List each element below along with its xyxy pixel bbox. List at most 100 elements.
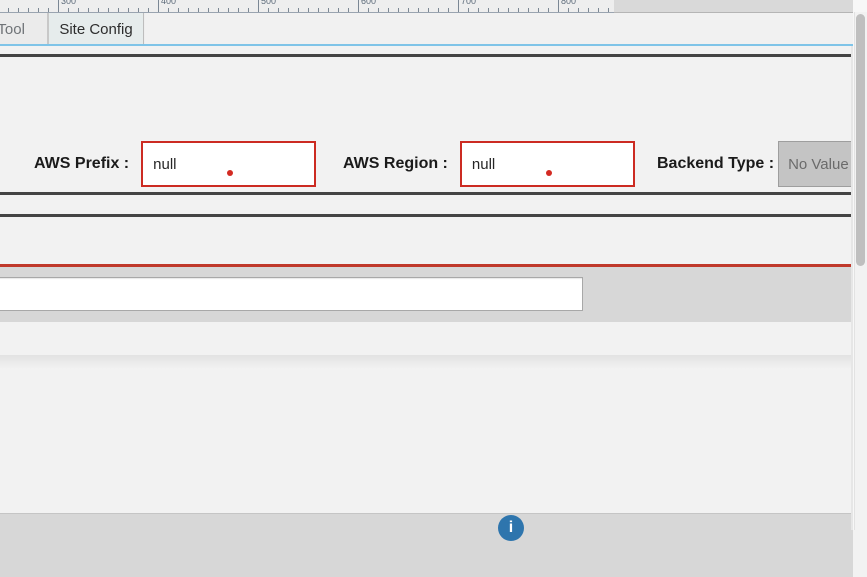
ruler-tick-major: [458, 0, 459, 12]
field-aws-region: AWS Region : null: [343, 141, 635, 187]
field-aws-prefix-input[interactable]: null: [141, 141, 317, 187]
ruler-tick-minor: [468, 8, 469, 12]
tab-bar: y Tool Site Config: [0, 13, 853, 46]
ruler-tick-minor: [598, 8, 599, 12]
ruler-tick-minor: [588, 8, 589, 12]
field-aws-prefix-label: AWS Prefix :: [34, 155, 130, 172]
ruler-label: 700: [461, 0, 477, 6]
ruler-tick-minor: [98, 8, 99, 12]
ruler-tick-minor: [108, 8, 109, 12]
field-aws-region-input[interactable]: null: [459, 141, 635, 187]
ruler-tick-major: [258, 0, 259, 12]
tab-previous[interactable]: y Tool: [0, 13, 48, 45]
ruler-tick-minor: [138, 8, 139, 12]
ruler-tick-minor: [28, 8, 29, 12]
ruler-right-filler: [614, 0, 853, 13]
ruler-tick-minor: [238, 8, 239, 12]
panel-right-edge: [851, 46, 853, 530]
ruler-tick-minor: [408, 8, 409, 12]
ruler-tick-minor: [88, 8, 89, 12]
strip-blank-1: [0, 195, 853, 214]
ruler-tick-minor: [538, 8, 539, 12]
ruler-tick-minor: [288, 8, 289, 12]
tab-bar-empty-area: [145, 13, 853, 45]
field-backend-type-label: Backend Type :: [657, 155, 775, 172]
ruler-tick-minor: [338, 8, 339, 12]
ruler-tick-minor: [188, 8, 189, 12]
ruler-label: 800: [561, 0, 577, 6]
tab-bar-underline: [0, 44, 853, 46]
tab-previous-label: y Tool: [0, 20, 25, 38]
field-aws-region-label: AWS Region :: [343, 155, 448, 172]
ruler-tick-major: [558, 0, 559, 12]
ruler-tick-minor: [608, 8, 609, 12]
field-aws-region-value: null: [471, 155, 496, 173]
ruler-tick-minor: [268, 8, 269, 12]
ruler-tick-minor: [298, 8, 299, 12]
ruler-tick-minor: [278, 8, 279, 12]
lower-shadow: [0, 355, 853, 369]
lower-light-region: [0, 322, 853, 356]
horizontal-ruler: 300 400 500 600 700 800: [0, 0, 614, 13]
ruler-tick-major: [58, 0, 59, 12]
ruler-tick-minor: [118, 8, 119, 12]
ruler-tick-minor: [198, 8, 199, 12]
ruler-tick-minor: [428, 8, 429, 12]
ruler-tick-major: [158, 0, 159, 12]
ruler-tick-minor: [178, 8, 179, 12]
ruler-tick-minor: [488, 8, 489, 12]
ruler-tick-minor: [498, 8, 499, 12]
ruler-tick-minor: [518, 8, 519, 12]
ruler-tick-minor: [388, 8, 389, 12]
ruler-tick-minor: [78, 8, 79, 12]
ruler-tick-minor: [48, 8, 49, 12]
strip-blank-2: [0, 217, 853, 264]
body-fill: [0, 369, 853, 513]
ruler-tick-minor: [438, 8, 439, 12]
ruler-tick-minor: [368, 8, 369, 12]
ruler-tick-minor: [38, 8, 39, 12]
ruler-tick-minor: [128, 8, 129, 12]
ruler-tick-major: [358, 0, 359, 12]
ruler-label: 500: [261, 0, 277, 6]
ruler-tick-minor: [348, 8, 349, 12]
ruler-tick-minor: [478, 8, 479, 12]
ruler-tick-minor: [318, 8, 319, 12]
search-band: [0, 267, 853, 322]
ruler-tick-minor: [378, 8, 379, 12]
ruler-label: 600: [361, 0, 377, 6]
ruler-tick-minor: [578, 8, 579, 12]
ruler-tick-minor: [68, 8, 69, 12]
info-circle-glyph: i: [508, 519, 514, 536]
ruler-label: 300: [61, 0, 77, 6]
ruler-tick-minor: [208, 8, 209, 12]
divider-strip: [0, 214, 853, 217]
field-backend-type-value: No Value: [788, 155, 849, 173]
ruler-tick-minor: [568, 8, 569, 12]
ruler-tick-minor: [448, 8, 449, 12]
bottom-band: [0, 513, 853, 577]
tab-site-config-label: Site Config: [59, 20, 133, 38]
ruler-tick-minor: [18, 8, 19, 12]
ruler-tick-minor: [8, 8, 9, 12]
ruler-tick-minor: [328, 8, 329, 12]
ruler-label: 400: [161, 0, 177, 6]
required-dot-icon: [227, 170, 234, 176]
tab-site-config[interactable]: Site Config: [48, 13, 144, 45]
field-backend-type: Backend Type : No Value: [657, 141, 867, 187]
ruler-tick-minor: [398, 8, 399, 12]
ruler-tick-minor: [308, 8, 309, 12]
vertical-scrollbar-thumb[interactable]: [856, 14, 865, 266]
ruler-tick-minor: [548, 8, 549, 12]
required-dot-icon: [545, 170, 552, 176]
ruler-tick-minor: [228, 8, 229, 12]
ruler-tick-minor: [168, 8, 169, 12]
field-aws-prefix: AWS Prefix : null: [34, 141, 317, 187]
ruler-tick-minor: [218, 8, 219, 12]
info-circle-icon[interactable]: i: [498, 515, 524, 541]
divider-red: [0, 264, 853, 267]
field-aws-prefix-value: null: [153, 155, 177, 173]
search-input[interactable]: [0, 277, 583, 311]
ruler-tick-minor: [418, 8, 419, 12]
content-panel: AWS Prefix : null AWS Region : null Back…: [0, 46, 867, 577]
